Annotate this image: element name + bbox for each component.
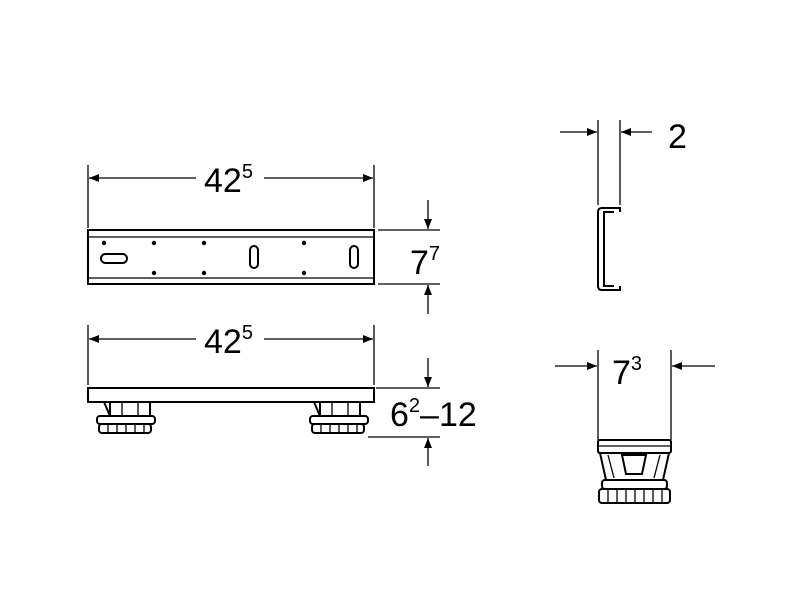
foot-length-dimension: 425: [87, 322, 375, 385]
adjustable-foot-left: [96, 401, 156, 434]
adjustable-foot-right: [309, 401, 369, 434]
foot-length-label: 425: [204, 322, 253, 361]
slot-hole: [349, 245, 359, 269]
foot-width-label: 73: [612, 353, 642, 392]
mounting-rail-side-view: [87, 229, 375, 285]
profile-thickness-label: 2: [668, 118, 687, 156]
c-profile-cross-section: [597, 207, 621, 291]
rail-length-dimension: 425: [87, 161, 375, 228]
rail-height-label: 77: [410, 243, 440, 282]
foot-height-label: 62–12: [390, 395, 477, 434]
foot-width-dimension: 73: [555, 350, 715, 440]
foot-height-dimension: 62–12: [368, 358, 477, 466]
profile-thickness-dimension: 2: [560, 118, 687, 205]
rail-height-dimension: 77: [378, 200, 440, 314]
slot-hole: [100, 253, 128, 264]
adjustable-foot-front-view: [597, 439, 672, 504]
rail-length-label: 425: [204, 161, 253, 200]
slot-hole: [249, 245, 259, 269]
rail-with-adjustable-feet: [87, 387, 375, 434]
